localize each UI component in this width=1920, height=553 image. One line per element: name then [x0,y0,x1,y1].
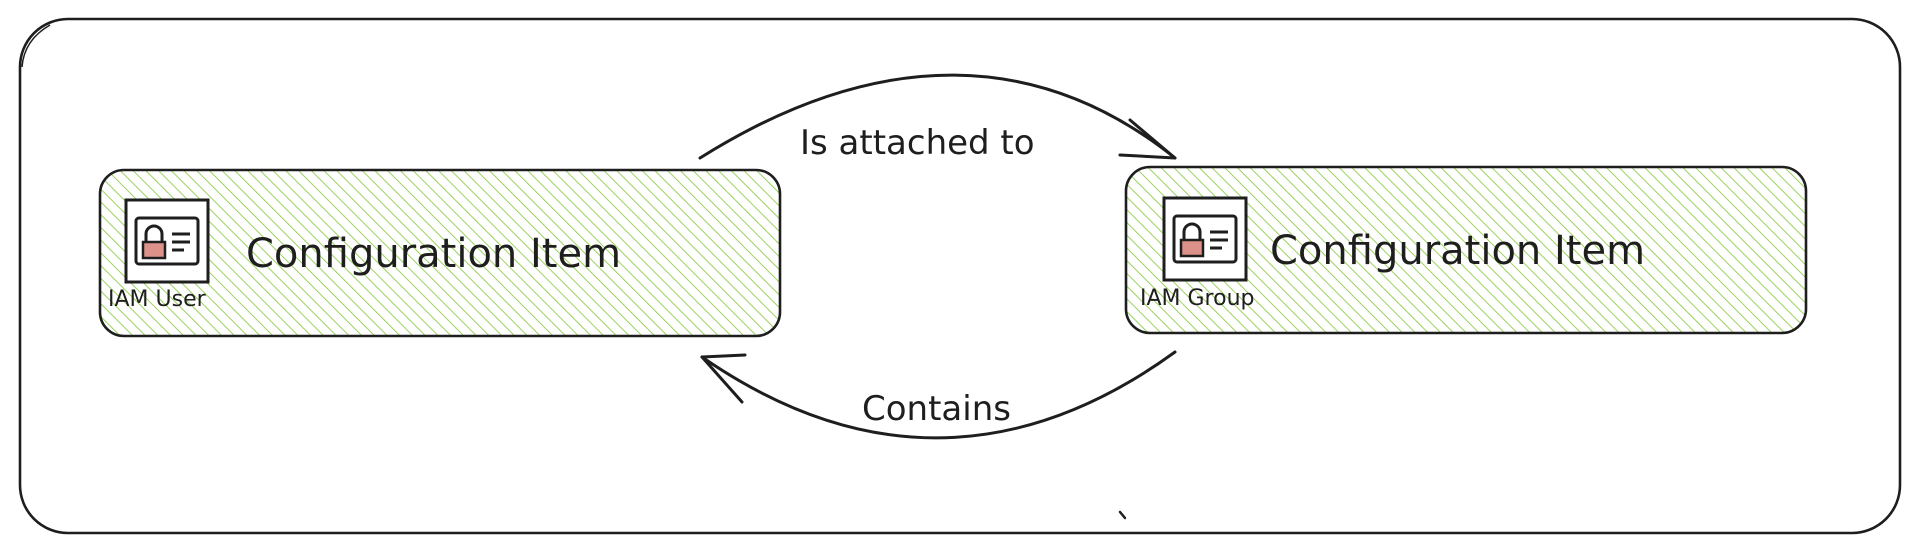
outer-frame-sketch [21,24,51,68]
node-right-box[interactable] [1124,165,1808,335]
node-right[interactable]: Configuration Item IAM Group [1124,165,1808,335]
node-left-title: Configuration Item [246,231,621,277]
node-right-caption: IAM Group [1140,286,1255,311]
outer-frame [18,17,1902,535]
edge-contains[interactable]: Contains [700,350,1177,440]
node-left-caption: IAM User [108,287,207,312]
edge-attached-label: Is attached to [800,123,1035,163]
edge-attached[interactable]: Is attached to [698,73,1177,163]
edge-attached-arrowhead [1118,118,1177,160]
iam-badge-icon [124,198,210,284]
node-left[interactable]: Configuration Item IAM User [98,168,782,338]
edge-attached-line[interactable] [698,73,1177,160]
edge-contains-line[interactable] [700,350,1177,440]
iam-badge-icon [1162,196,1248,282]
edge-contains-label: Contains [862,389,1011,429]
stray-mark [1118,510,1127,520]
node-right-title: Configuration Item [1270,228,1645,274]
edge-contains-arrowhead [700,353,747,404]
node-left-box[interactable] [98,168,782,338]
